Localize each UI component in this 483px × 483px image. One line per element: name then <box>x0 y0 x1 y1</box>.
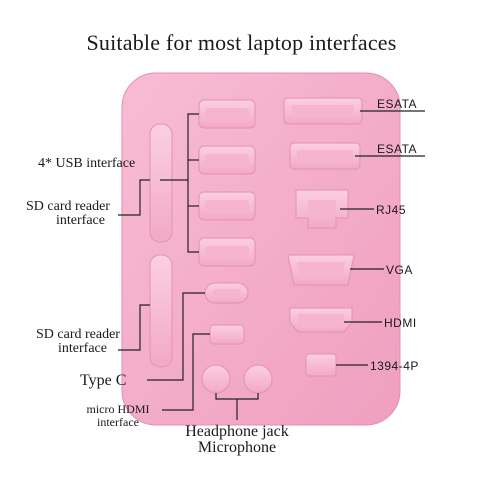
headphone-jack-label: Headphone jack <box>185 423 289 440</box>
firewire-label: 1394-4P <box>370 359 419 373</box>
sd-card-reader-label-2: SD card reader <box>36 327 120 342</box>
headphone-jack-plug <box>201 364 231 394</box>
rj45-label: RJ45 <box>376 203 407 217</box>
sd-card-reader-label-1-line2: interface <box>56 213 105 228</box>
usb-interface-label: 4* USB interface <box>38 156 136 171</box>
sd-slot-plug-top <box>149 123 173 243</box>
micro-hdmi-label-line2: interface <box>97 415 139 429</box>
microphone-jack-plug <box>243 364 273 394</box>
vga-label: VGA <box>386 263 413 277</box>
typec-label: Type C <box>80 372 127 389</box>
micro-hdmi-label: micro HDMI <box>86 402 150 416</box>
micro-hdmi-plug <box>209 324 245 345</box>
esata-label-1: ESATA <box>377 97 418 111</box>
sd-card-reader-label-1: SD card reader <box>26 199 110 214</box>
hdmi-label: HDMI <box>384 316 417 330</box>
firewire-plug <box>305 353 337 377</box>
sd-slot-plug-bottom <box>149 254 173 368</box>
leader-lines <box>118 110 425 420</box>
sd-card-reader-label-2-line2: interface <box>58 341 107 356</box>
microphone-label: Microphone <box>197 439 277 456</box>
esata-label-2: ESATA <box>377 142 418 156</box>
page-title: Suitable for most laptop interfaces <box>86 30 397 55</box>
